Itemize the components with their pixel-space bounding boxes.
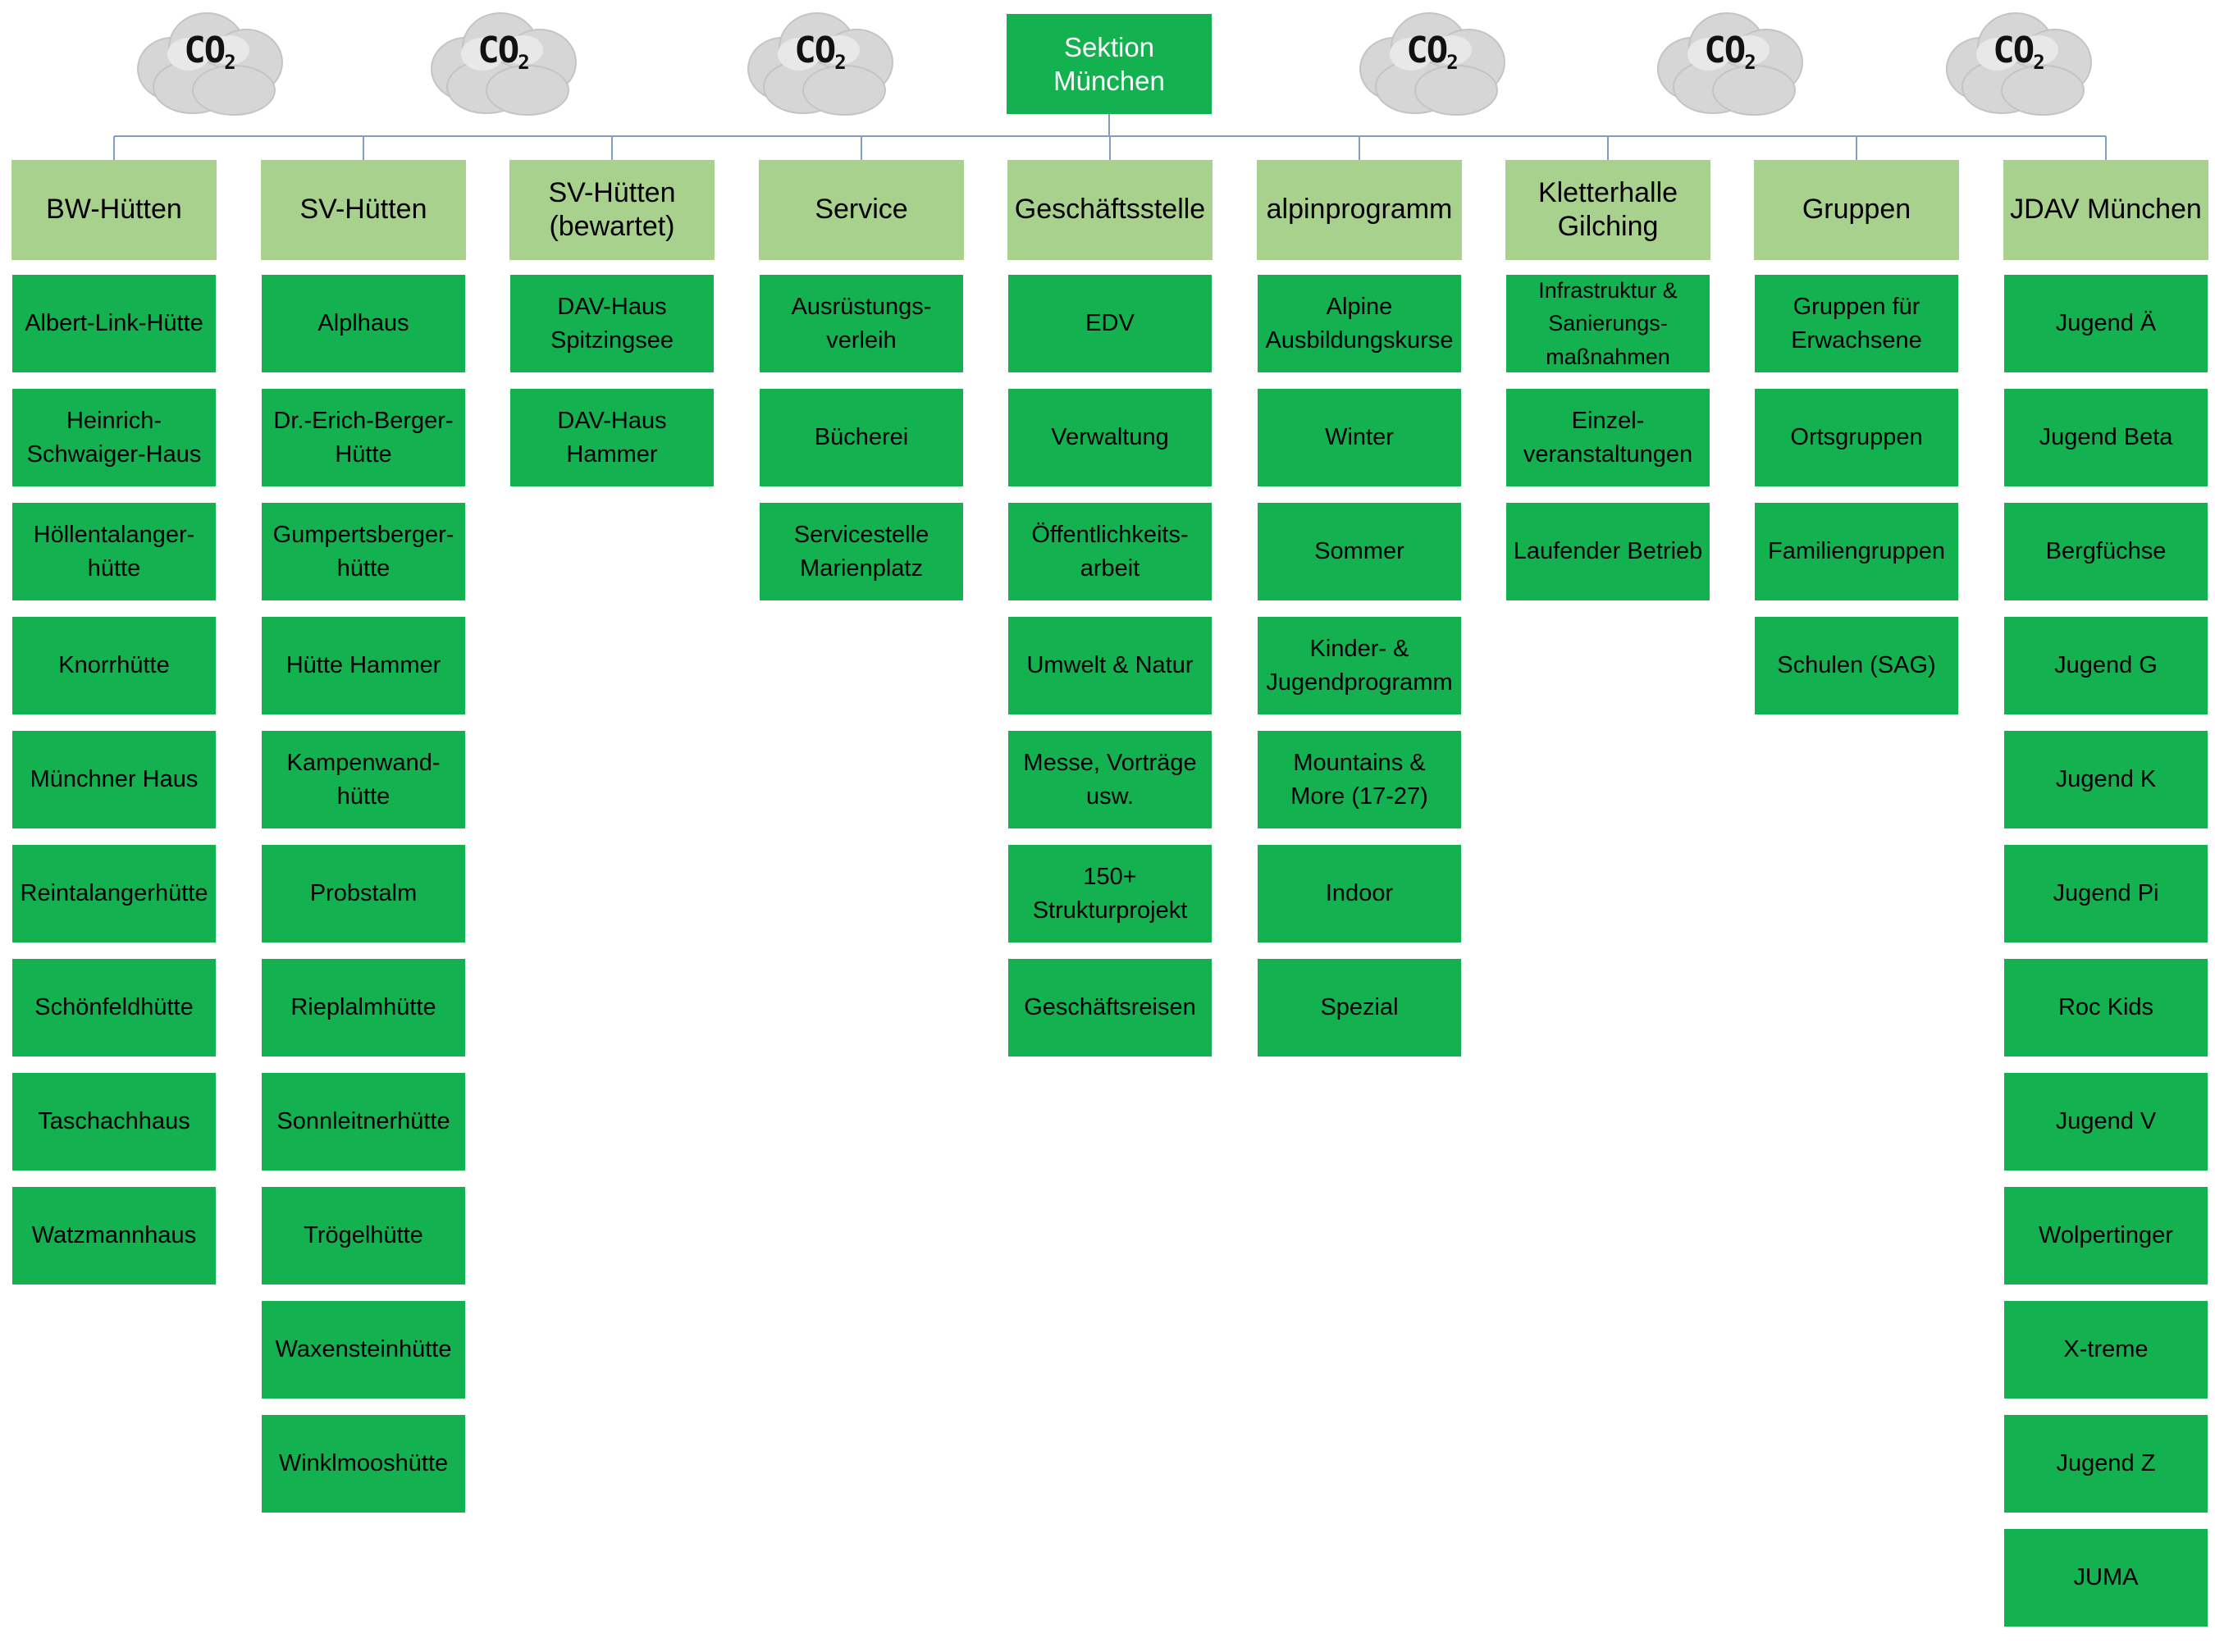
co2-label: CO2 [1651,30,1807,74]
unit-box: Verwaltung [1008,389,1212,486]
unit-box: Geschäftsreisen [1008,959,1212,1056]
unit-box: 150+ Strukturprojekt [1008,845,1212,942]
unit-box: Knorrhütte [12,617,216,714]
unit-box: Bücherei [760,389,963,486]
co2-subscript: 2 [1446,51,1459,74]
unit-box: Taschachhaus [12,1073,216,1171]
unit-box: Jugend Beta [2004,389,2208,486]
unit-box: Kampenwand- hütte [262,731,465,828]
unit-box: Hütte Hammer [262,617,465,714]
unit-box: Gruppen für Erwachsene [1755,275,1958,372]
unit-box: Laufender Betrieb [1506,503,1710,600]
unit-box: Umwelt & Natur [1008,617,1212,714]
co2-cloud-icon: CO2 [1354,5,1509,120]
co2-text: CO [1406,30,1448,71]
unit-box: Reintalangerhütte [12,845,216,942]
unit-box: Einzel- veranstaltungen [1506,389,1710,486]
unit-box: Öffentlichkeits- arbeit [1008,503,1212,600]
co2-label: CO2 [742,30,897,74]
unit-box: Mountains & More (17-27) [1258,731,1461,828]
co2-text: CO [794,30,836,71]
co2-cloud-icon: CO2 [742,5,897,120]
unit-box: Jugend V [2004,1073,2208,1171]
unit-box: Familiengruppen [1755,503,1958,600]
co2-label: CO2 [1940,30,2096,74]
unit-box: Heinrich- Schwaiger-Haus [12,389,216,486]
unit-box: Watzmannhaus [12,1187,216,1285]
department-header: BW-Hütten [11,160,217,260]
co2-subscript: 2 [1744,51,1756,74]
unit-box: Jugend Z [2004,1415,2208,1513]
unit-box: Schulen (SAG) [1755,617,1958,714]
unit-box: Albert-Link-Hütte [12,275,216,372]
unit-box: Kinder- & Jugendprogramm [1258,617,1461,714]
unit-box: Servicestelle Marienplatz [760,503,963,600]
unit-box: X-treme [2004,1301,2208,1399]
root-node-sektion-muenchen: Sektion München [1007,14,1212,114]
unit-box: Gumpertsberger- hütte [262,503,465,600]
co2-cloud-icon: CO2 [425,5,581,120]
unit-box: Alpine Ausbildungskurse [1258,275,1461,372]
co2-label: CO2 [131,30,287,74]
co2-subscript: 2 [834,51,847,74]
unit-box: Rieplalmhütte [262,959,465,1056]
unit-box: Sommer [1258,503,1461,600]
department-header: Gruppen [1754,160,1959,260]
unit-box: Alplhaus [262,275,465,372]
unit-box: Winter [1258,389,1461,486]
unit-box: Roc Kids [2004,959,2208,1056]
unit-box: Wolpertinger [2004,1187,2208,1285]
co2-cloud-icon: CO2 [1651,5,1807,120]
unit-box: DAV-Haus Hammer [510,389,714,486]
department-header: Geschäftsstelle [1007,160,1213,260]
unit-box: Bergfüchse [2004,503,2208,600]
co2-subscript: 2 [224,51,236,74]
co2-label: CO2 [1354,30,1509,74]
unit-box: Ausrüstungs- verleih [760,275,963,372]
co2-text: CO [477,30,519,71]
department-header: SV-Hütten [261,160,466,260]
department-header: alpinprogramm [1257,160,1462,260]
unit-box: Münchner Haus [12,731,216,828]
co2-cloud-icon: CO2 [131,5,287,120]
unit-box: DAV-Haus Spitzingsee [510,275,714,372]
unit-box: Höllentalanger- hütte [12,503,216,600]
unit-box: Infrastruktur & Sanierungs- maßnahmen [1506,275,1710,372]
co2-text: CO [1993,30,2035,71]
unit-box: Jugend G [2004,617,2208,714]
unit-box: EDV [1008,275,1212,372]
unit-box: Jugend Pi [2004,845,2208,942]
unit-box: Winklmooshütte [262,1415,465,1513]
co2-cloud-icon: CO2 [1940,5,2096,120]
department-header: JDAV München [2003,160,2208,260]
department-header: SV-Hütten (bewartet) [509,160,715,260]
unit-box: Probstalm [262,845,465,942]
unit-box: JUMA [2004,1529,2208,1627]
unit-box: Waxensteinhütte [262,1301,465,1399]
co2-subscript: 2 [518,51,530,74]
department-header: Service [759,160,964,260]
co2-label: CO2 [425,30,581,74]
unit-box: Sonnleitnerhütte [262,1073,465,1171]
unit-box: Trögelhütte [262,1187,465,1285]
unit-box: Dr.-Erich-Berger- Hütte [262,389,465,486]
unit-box: Schönfeldhütte [12,959,216,1056]
unit-box: Jugend Ä [2004,275,2208,372]
co2-text: CO [184,30,226,71]
department-header: Kletterhalle Gilching [1505,160,1710,260]
co2-subscript: 2 [2033,51,2045,74]
unit-box: Messe, Vorträge usw. [1008,731,1212,828]
unit-box: Jugend K [2004,731,2208,828]
unit-box: Spezial [1258,959,1461,1056]
unit-box: Indoor [1258,845,1461,942]
co2-text: CO [1704,30,1746,71]
unit-box: Ortsgruppen [1755,389,1958,486]
